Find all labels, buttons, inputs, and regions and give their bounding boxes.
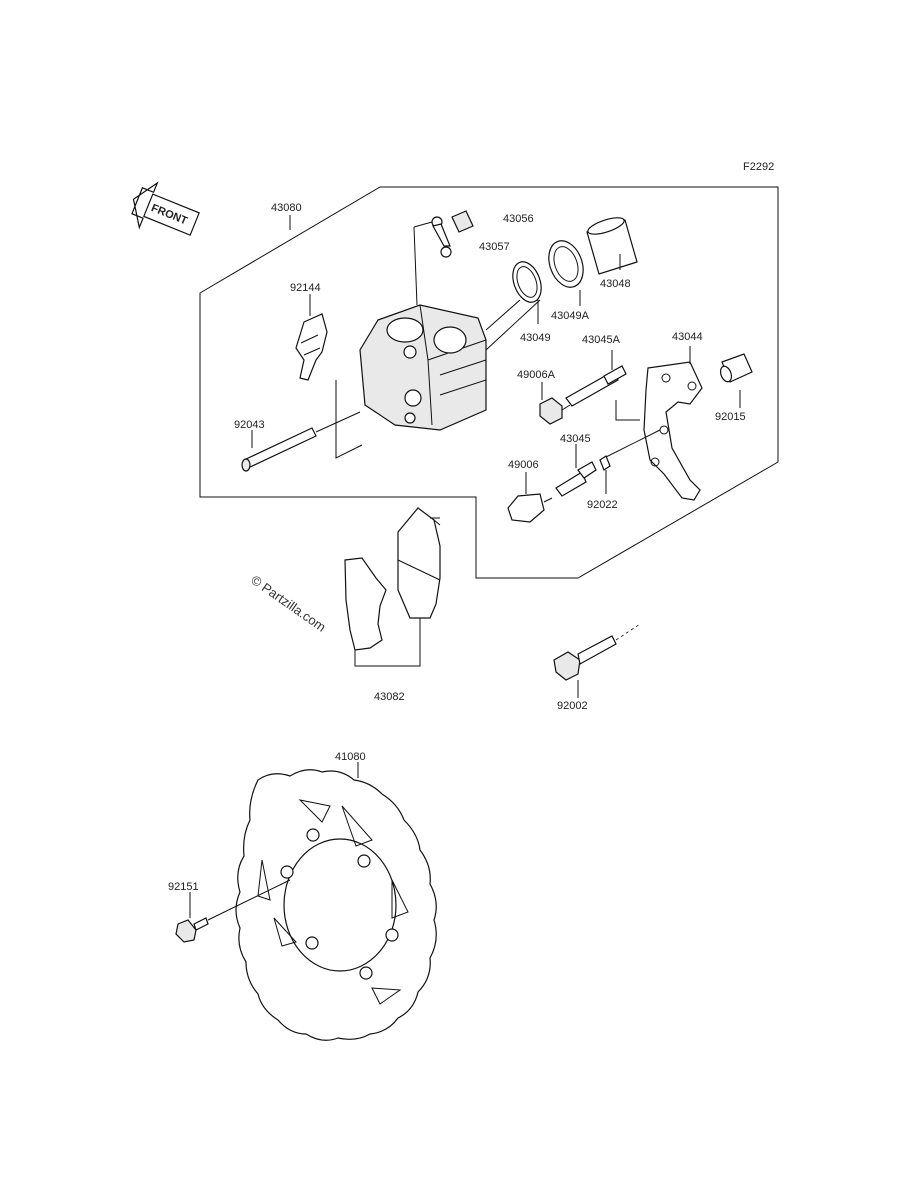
caliper-bracket [643, 361, 703, 501]
label-41080: 41080 [335, 751, 366, 763]
bleeder-cap [451, 210, 474, 233]
label-92144: 92144 [290, 282, 321, 294]
boot-92015 [719, 353, 753, 383]
label-43080: 43080 [271, 202, 302, 214]
label-43048: 43048 [600, 278, 631, 290]
piston-seal-outer [548, 240, 584, 288]
bleeder-valve [413, 216, 452, 306]
bolt-49006A [539, 397, 571, 425]
watermark: © Partzilla.com [248, 572, 328, 635]
label-43045A: 43045A [582, 334, 621, 346]
figure-code: F2292 [743, 161, 774, 173]
bolt-49006 [507, 493, 553, 523]
brake-pad-rear [344, 557, 387, 651]
front-arrow-icon: FRONT [131, 181, 200, 236]
pad-spring [295, 313, 328, 381]
mounting-bolt-92002 [553, 623, 641, 681]
piston [586, 217, 638, 275]
clip-92022 [599, 455, 611, 471]
slide-pin-lower [555, 461, 597, 497]
label-43082: 43082 [374, 691, 405, 703]
slide-pin-upper [565, 365, 627, 407]
brake-pad-front [397, 507, 441, 619]
label-92002: 92002 [557, 700, 588, 712]
label-43044: 43044 [672, 331, 703, 343]
label-43049A: 43049A [551, 310, 590, 322]
label-43057: 43057 [479, 241, 510, 253]
label-92022: 92022 [587, 499, 618, 511]
label-43049: 43049 [520, 332, 551, 344]
label-92015: 92015 [715, 411, 746, 423]
piston-seal-inner [512, 261, 542, 303]
brake-disc [235, 769, 437, 1041]
label-92043: 92043 [234, 419, 265, 431]
caliper-body [359, 304, 487, 431]
pad-pin [241, 411, 361, 472]
disc-bolt-92151 [175, 879, 291, 943]
label-49006A: 49006A [517, 369, 556, 381]
label-49006: 49006 [508, 459, 539, 471]
label-92151: 92151 [168, 881, 199, 893]
label-43045: 43045 [560, 433, 591, 445]
label-43056: 43056 [503, 213, 534, 225]
caliper-assembly-box [199, 186, 779, 579]
